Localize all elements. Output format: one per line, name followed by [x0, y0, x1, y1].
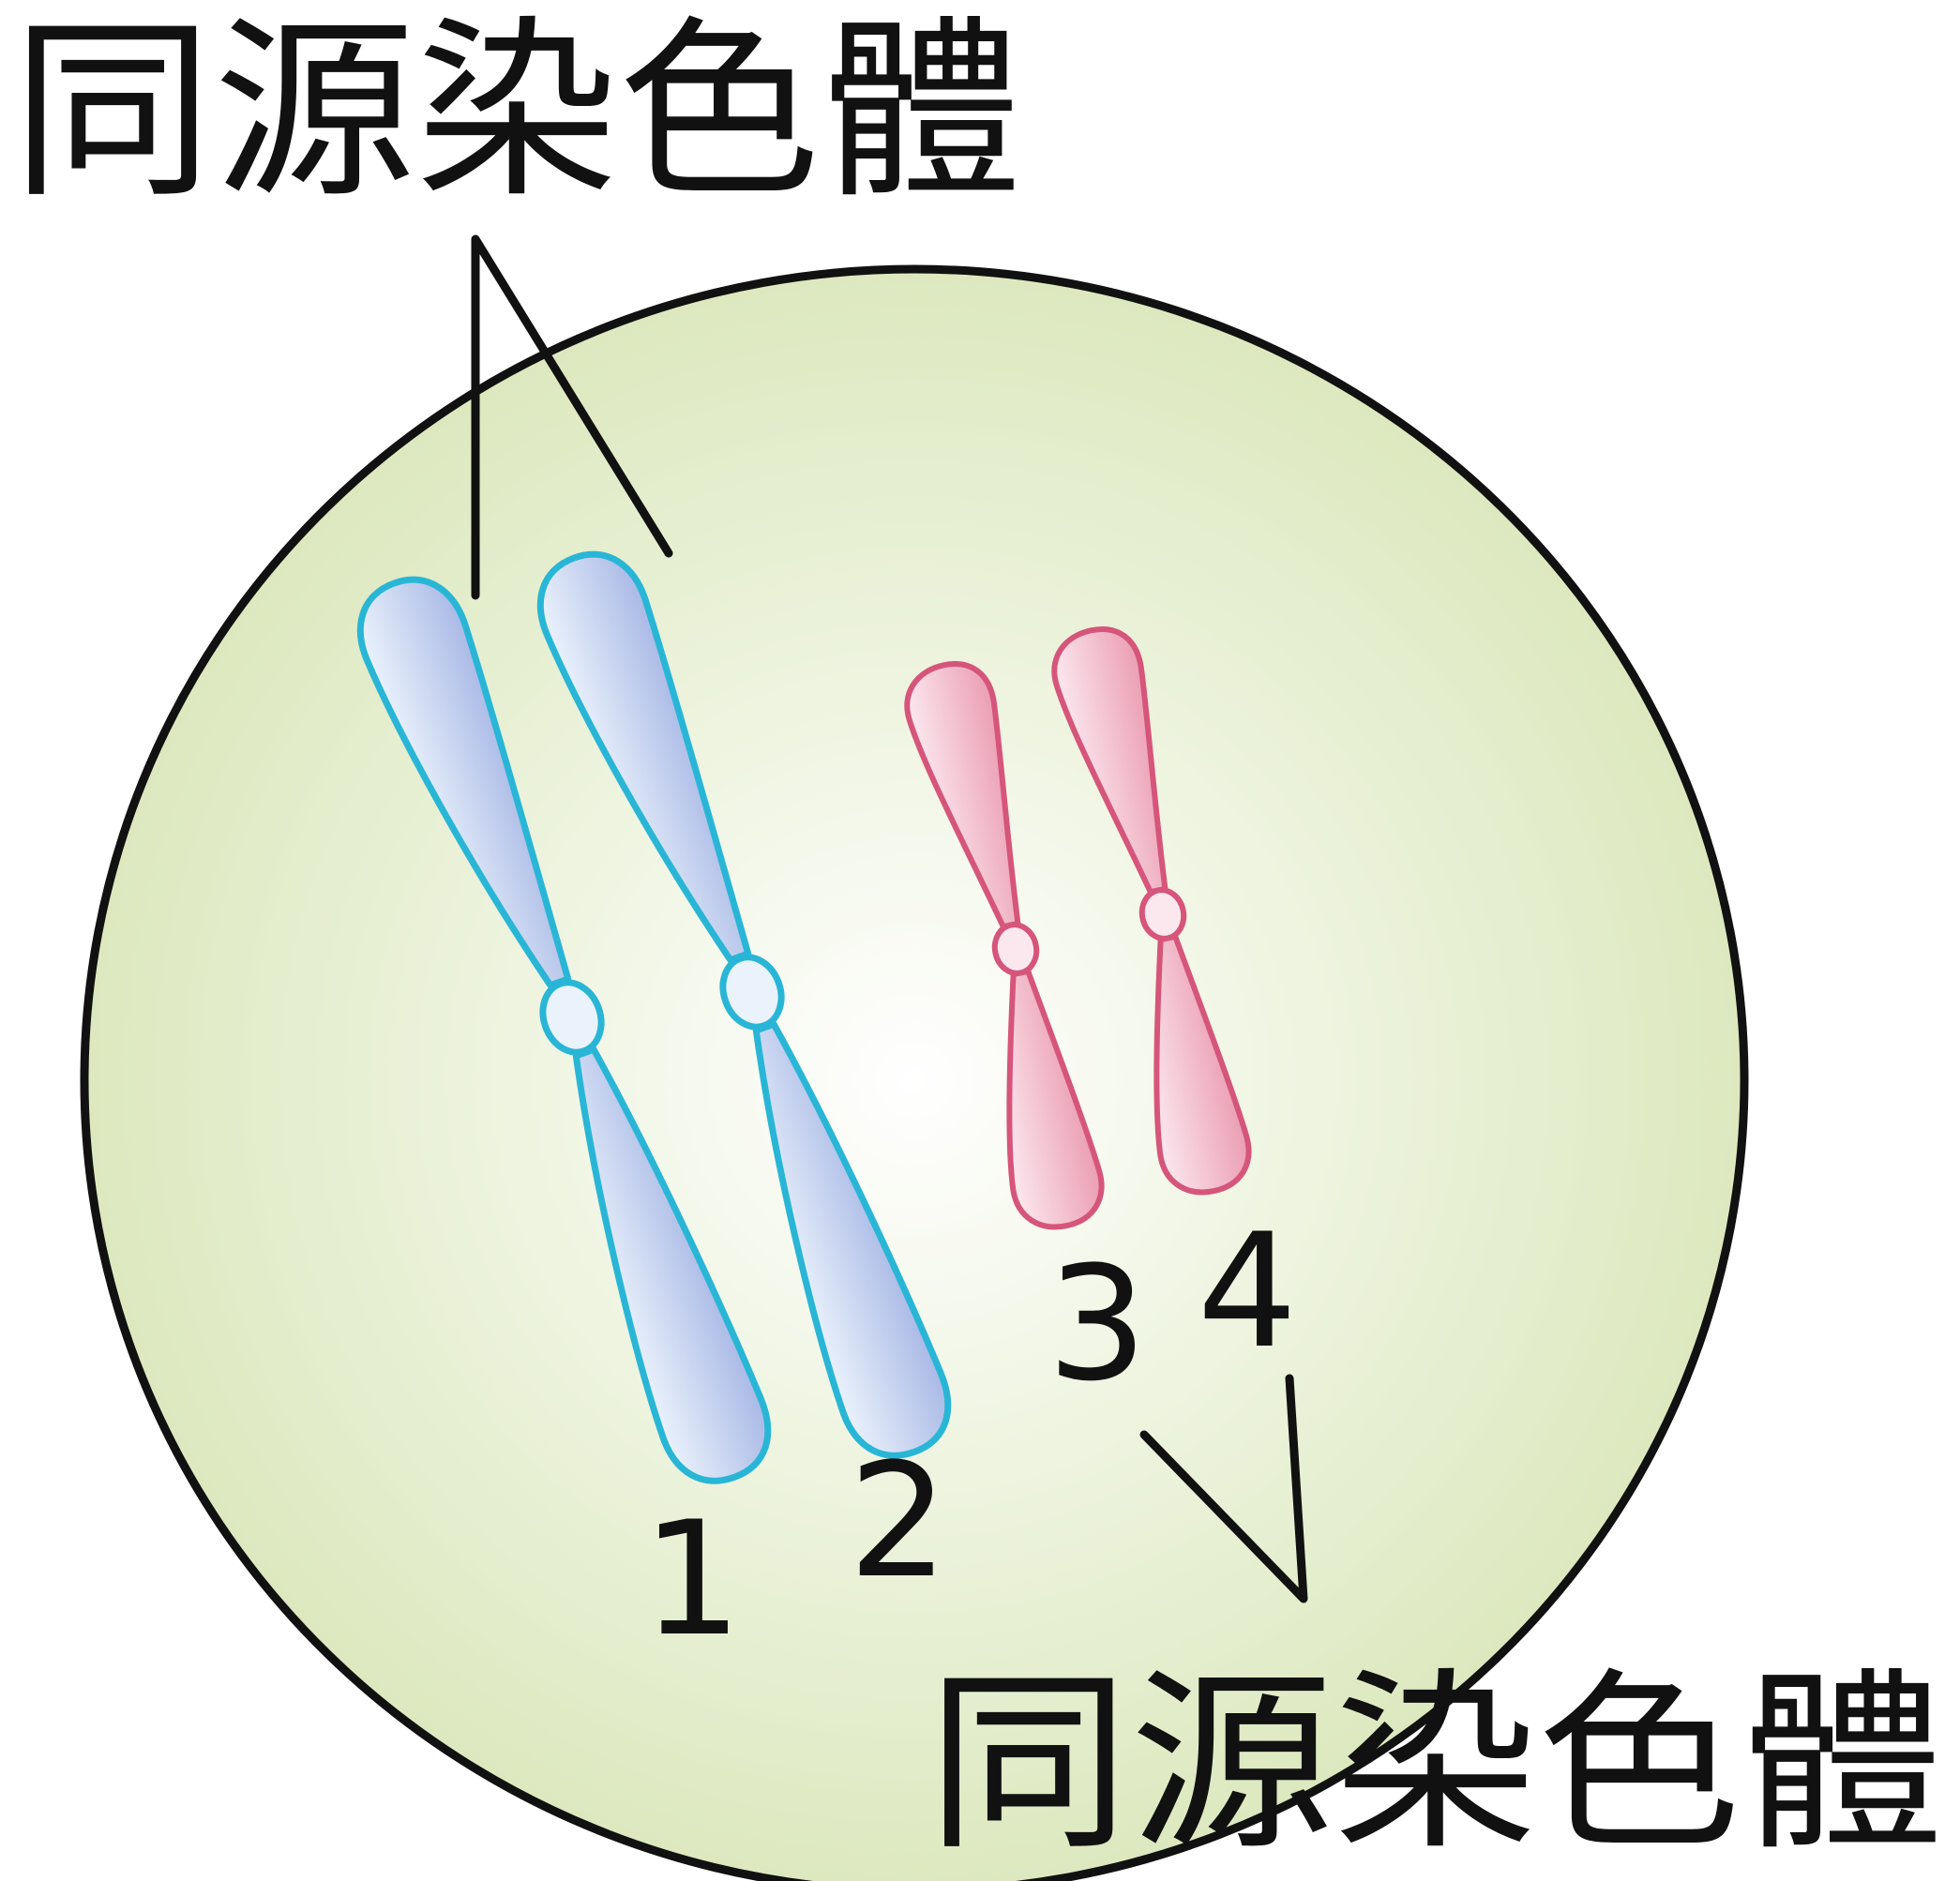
chromosome-3-lower-arm — [1006, 968, 1105, 1230]
chromosome-1-upper-arm — [356, 576, 572, 989]
chromosome-number-3: 3 — [1048, 1232, 1148, 1416]
chromosome-4-centromere — [1138, 887, 1187, 941]
chromosome-4-lower-arm — [1153, 933, 1252, 1196]
chromosome-number-4: 4 — [1198, 1199, 1298, 1383]
chromosome-4-upper-arm — [1051, 626, 1168, 895]
chromosome-3 — [904, 661, 1105, 1230]
chromosome-4 — [1051, 626, 1252, 1196]
top-label-leader-line — [471, 234, 673, 600]
chromosome-1-lower-arm — [572, 1046, 772, 1484]
chromosome-number-2: 2 — [849, 1429, 949, 1613]
chromosome-2-lower-arm — [752, 1020, 952, 1459]
chromosome-2-centromere — [719, 954, 785, 1031]
chromosome-number-1: 1 — [642, 1487, 743, 1671]
top-homologous-label: 同源染色體 — [11, 0, 1022, 224]
chromosome-3-centromere — [991, 922, 1040, 976]
chromosome-1-centromere — [539, 979, 605, 1056]
chromosome-1 — [356, 576, 772, 1484]
chromosome-2 — [536, 550, 952, 1459]
bottom-label-leader-line — [1139, 1374, 1308, 1603]
cell — [80, 264, 1749, 1881]
chromosome-3-upper-arm — [904, 661, 1021, 930]
bottom-homologous-label: 同源染色體 — [927, 1651, 1944, 1876]
chromosome-2-upper-arm — [536, 550, 752, 964]
